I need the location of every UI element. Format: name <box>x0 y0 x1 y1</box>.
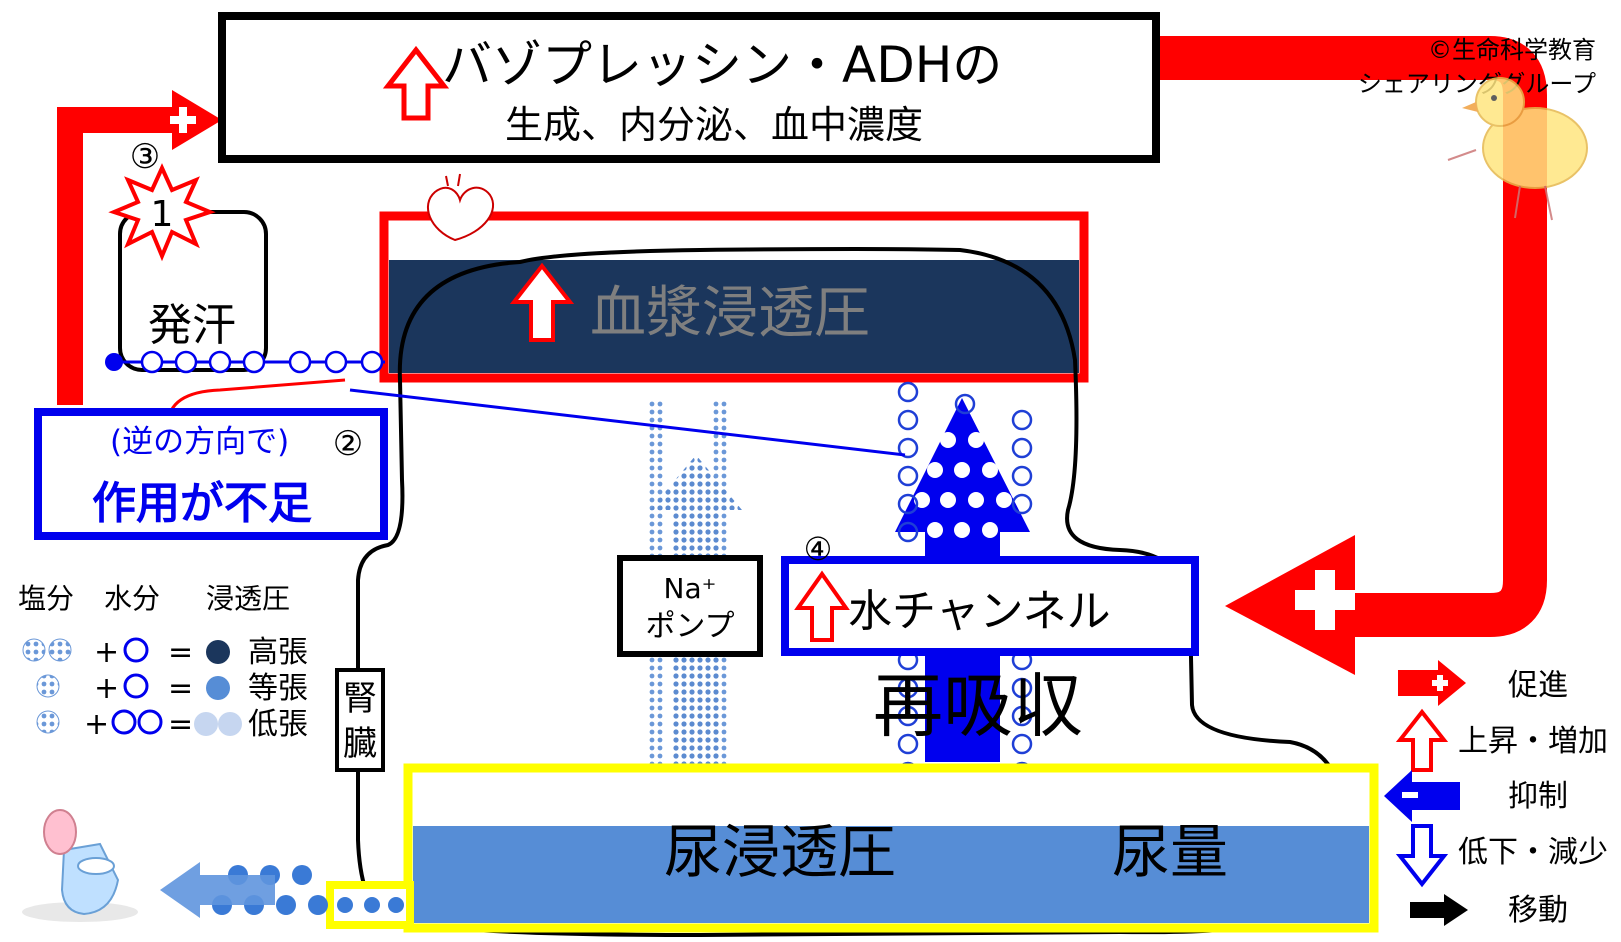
kidney-label-2: 臓 <box>343 724 377 764</box>
increase-arrow-icon <box>382 45 450 121</box>
tonicity-legend: 塩分 水分 浸透圧 + = 高張 + = 等張 + = 低張 <box>18 582 308 742</box>
adh-title: バゾプレッシン・ADHの <box>442 36 1002 94</box>
promotion-loop-left <box>57 90 222 405</box>
increase-arrow-icon <box>794 570 850 642</box>
legend-isotonic: 等張 <box>248 671 308 706</box>
legend-inhibit: 抑制 <box>1508 779 1568 814</box>
plasma-label: 血漿浸透圧 <box>590 281 870 346</box>
step1-marker: 1 <box>151 194 174 235</box>
legend-equals: = <box>168 707 193 742</box>
adh-subtitle: 生成、内分泌、血中濃度 <box>505 103 923 147</box>
insufficient-label: 作用が不足 <box>92 478 312 529</box>
promotion-loop-right <box>1160 36 1547 675</box>
reverse-direction-label: (逆の方向で) <box>110 424 289 460</box>
decrease-arrow-icon <box>1395 824 1449 888</box>
legend-plus: + <box>94 635 119 670</box>
salt-flow-column <box>648 400 742 790</box>
legend-decrease: 低下・減少 <box>1458 835 1608 870</box>
symbol-legend: 促進 上昇・増加 抑制 低下・減少 移動 <box>1384 660 1608 928</box>
legend-equals: = <box>168 671 193 706</box>
toilet-icon <box>22 809 138 922</box>
reabsorption-label: 再吸収 <box>873 665 1083 747</box>
heart-icon <box>426 173 495 242</box>
aquaporin-box <box>781 556 1199 656</box>
legend-increase: 上昇・増加 <box>1458 724 1608 759</box>
kidney-label-box <box>335 668 385 772</box>
urine-fill <box>413 826 1369 923</box>
insufficient-box <box>34 408 388 540</box>
water-reabsorption-arrow <box>895 398 1030 762</box>
plasma-fill <box>389 260 1079 373</box>
kidney-label-1: 腎 <box>343 679 377 719</box>
legend-header-osmotic: 浸透圧 <box>206 582 290 615</box>
starburst-icon <box>108 163 216 262</box>
increase-arrow-icon <box>509 262 575 342</box>
urine-volume-label: 尿量 <box>1112 818 1228 886</box>
na-pump-box <box>617 555 763 657</box>
urine-outflow <box>160 862 414 929</box>
legend-header-water: 水分 <box>104 582 160 615</box>
chick-illustration-icon <box>1447 77 1588 221</box>
step2-marker: ② <box>333 424 363 464</box>
legend-plus: + <box>94 671 119 706</box>
legend-equals: = <box>168 635 193 670</box>
step3-marker: ③ <box>130 137 160 177</box>
legend-promote: 促進 <box>1508 668 1568 703</box>
legend-move: 移動 <box>1508 893 1568 928</box>
promote-arrow-icon <box>1398 660 1466 706</box>
step4-marker: ④ <box>804 530 833 568</box>
reverse-link-blue <box>349 388 906 457</box>
move-arrow-icon <box>1410 894 1468 926</box>
legend-hypertonic: 高張 <box>248 635 308 670</box>
na-pump-line1: Na⁺ <box>664 572 717 605</box>
na-pump-line2: ポンプ <box>645 609 734 644</box>
legend-header-salt: 塩分 <box>18 582 74 615</box>
legend-hypotonic: 低張 <box>248 707 308 742</box>
sweat-label: 発汗 <box>148 300 236 351</box>
aquaporin-label: 水チャンネル <box>848 586 1111 637</box>
legend-plus: + <box>84 707 109 742</box>
copyright-line1: ©生命科学教育 <box>1428 36 1596 64</box>
increase-arrow-icon <box>1395 708 1449 772</box>
adh-header-box <box>218 12 1160 163</box>
inhibit-arrow-icon <box>1384 770 1460 822</box>
sweat-water-loss <box>105 350 385 374</box>
urine-osmotic-label: 尿浸透圧 <box>664 818 896 886</box>
